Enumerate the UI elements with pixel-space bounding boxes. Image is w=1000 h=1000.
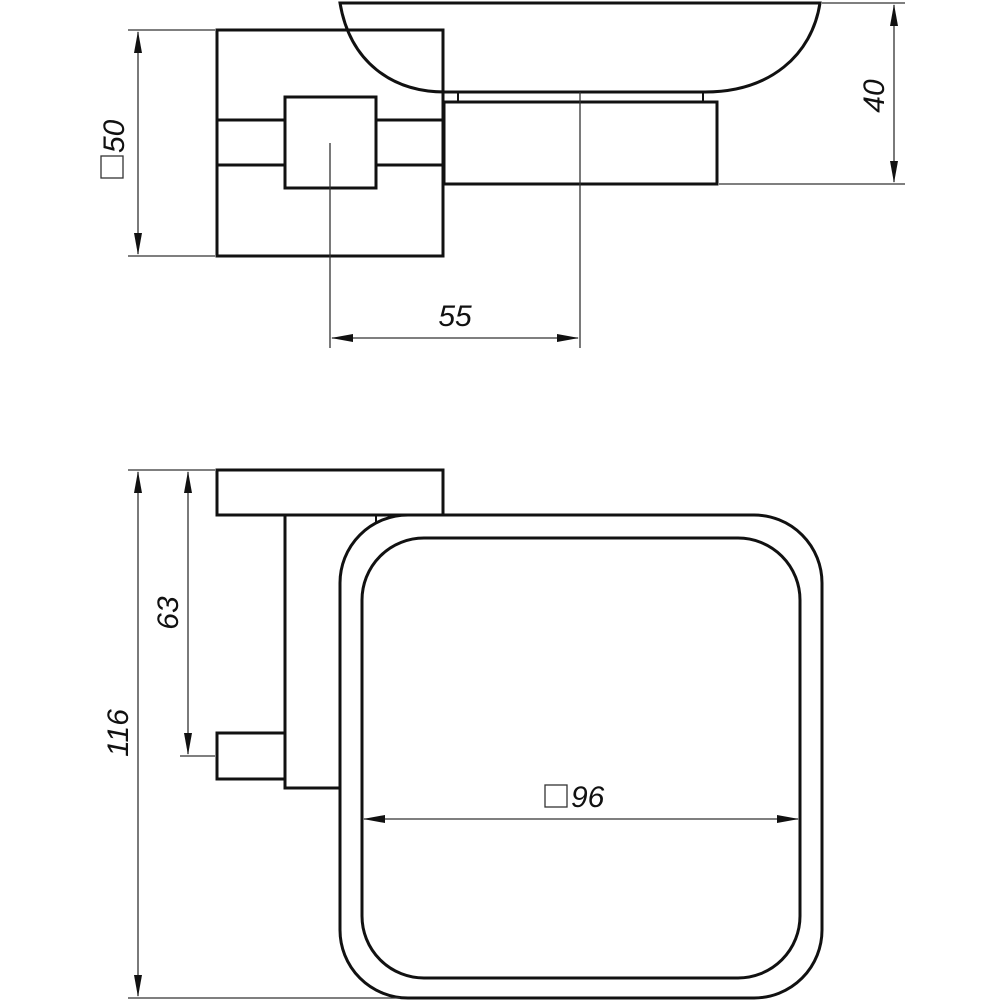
- dimension-label-50: 50: [98, 119, 131, 153]
- arrowhead-up: [134, 471, 142, 493]
- dimension-label-40: 40: [858, 79, 891, 113]
- dimension-116: 116: [102, 469, 400, 999]
- dimension-55: 55: [331, 300, 579, 342]
- dimension-label-55: 55: [438, 300, 472, 333]
- dimension-40: 40: [719, 2, 905, 185]
- arrowhead-down: [890, 161, 898, 183]
- arrowhead-up: [184, 471, 192, 493]
- mount-block: [215, 731, 287, 781]
- arrowhead-right: [777, 815, 799, 823]
- wall-plate-side: [215, 468, 445, 517]
- holder-stem: [283, 515, 340, 790]
- dimension-63: 63: [152, 469, 215, 757]
- front-view: 96 63 116: [102, 468, 824, 1000]
- arrowhead-left: [331, 334, 353, 342]
- square-symbol: [544, 784, 568, 808]
- square-symbol: [100, 155, 124, 179]
- arrowhead-down: [134, 233, 142, 255]
- arrowhead-left: [363, 815, 385, 823]
- arrowhead-right: [557, 334, 579, 342]
- dimension-label-116: 116: [102, 709, 135, 757]
- arrowhead-up: [134, 31, 142, 53]
- dish-inner: [360, 536, 802, 980]
- soap-bowl: [338, 1, 822, 94]
- arrowhead-up: [890, 4, 898, 26]
- dimension-label-63: 63: [152, 596, 185, 630]
- arrowhead-down: [184, 733, 192, 755]
- dimension-50: 50: [98, 29, 215, 257]
- dish-outer: [338, 513, 824, 1000]
- top-view: 55 50 40: [98, 1, 905, 348]
- arrowhead-down: [134, 975, 142, 997]
- dimension-96: 96: [363, 781, 799, 823]
- dimension-label-96: 96: [571, 781, 605, 814]
